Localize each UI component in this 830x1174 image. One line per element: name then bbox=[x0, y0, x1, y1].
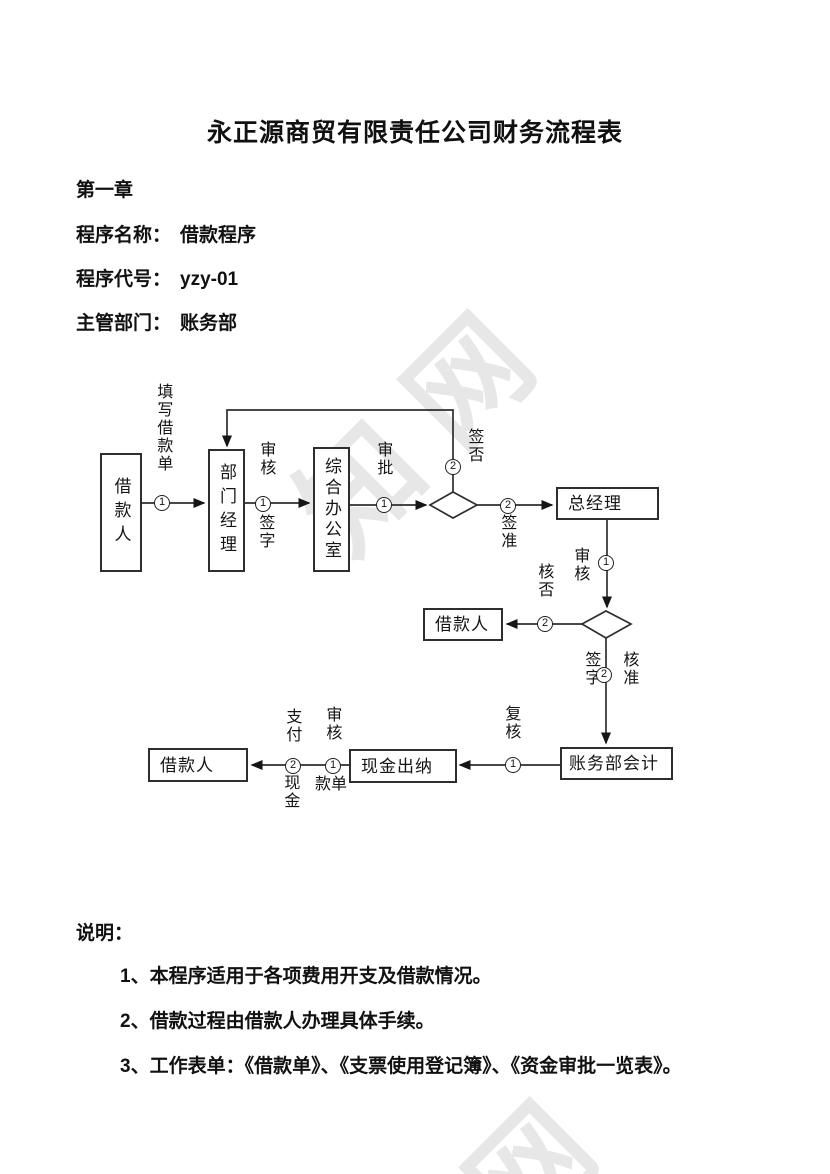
node-admin-office: 综合办公室 bbox=[313, 447, 350, 572]
label-sign-no: 签否 bbox=[465, 428, 483, 464]
field-row-supervising-dept: 主管部门： 账务部 bbox=[76, 308, 237, 335]
field-value: yzy-01 bbox=[180, 269, 239, 290]
chapter-heading: 第一章 bbox=[76, 180, 134, 201]
step-circle-2: 2 bbox=[596, 667, 612, 683]
label-check-approve: 核准 bbox=[620, 651, 638, 687]
field-row-procedure-code: 程序代号： yzy-01 bbox=[76, 264, 238, 291]
label-approve: 审批 bbox=[374, 441, 392, 477]
decision-diamond-review bbox=[580, 610, 633, 639]
field-value: 账务部 bbox=[180, 313, 238, 334]
step-circle-2: 2 bbox=[445, 459, 461, 475]
step-circle-1: 1 bbox=[255, 496, 271, 512]
node-borrower-start: 借款人 bbox=[100, 453, 142, 572]
field-value: 借款程序 bbox=[180, 225, 257, 246]
decision-diamond-gm-approval bbox=[428, 491, 479, 519]
label-recheck: 复核 bbox=[502, 705, 520, 741]
label-review: 审核 bbox=[257, 441, 275, 477]
note-item: 2、借款过程由借款人办理具体手续。 bbox=[120, 1011, 435, 1032]
label-check-no: 核否 bbox=[535, 563, 553, 599]
step-circle-2: 2 bbox=[500, 498, 516, 514]
field-label: 程序代号： bbox=[76, 269, 172, 290]
label-cash: 现金 bbox=[281, 774, 299, 810]
field-label: 主管部门： bbox=[76, 313, 172, 334]
document-title: 永正源商贸有限责任公司财务流程表 bbox=[206, 119, 623, 147]
node-borrower-end: 借款人 bbox=[148, 748, 248, 782]
field-row-procedure-name: 程序名称： 借款程序 bbox=[76, 220, 256, 247]
step-circle-2: 2 bbox=[537, 616, 553, 632]
node-cash-cashier: 现金出纳 bbox=[349, 749, 457, 783]
label-sign: 签字 bbox=[582, 651, 600, 687]
node-borrower-reject: 借款人 bbox=[423, 608, 503, 641]
label-review: 审核 bbox=[323, 706, 341, 742]
step-circle-1: 1 bbox=[325, 758, 341, 774]
label-fill-loan-form: 填写借款单 bbox=[154, 383, 172, 473]
node-finance-accountant: 账务部会计 bbox=[560, 747, 673, 780]
note-item: 3、工作表单：《借款单》、《支票使用登记簿》、《资金审批一览表》。 bbox=[120, 1056, 682, 1077]
label-review: 审核 bbox=[571, 547, 589, 583]
label-sign-approve: 签准 bbox=[498, 514, 516, 550]
node-general-manager: 总经理 bbox=[556, 487, 659, 520]
step-circle-1: 1 bbox=[598, 555, 614, 571]
field-label: 程序名称： bbox=[76, 225, 172, 246]
notes-heading: 说明： bbox=[76, 923, 134, 944]
step-circle-1: 1 bbox=[376, 497, 392, 513]
label-loan-slip: 款单 bbox=[315, 776, 348, 793]
label-sign: 签字 bbox=[256, 514, 274, 550]
step-circle-1: 1 bbox=[154, 495, 170, 511]
note-item: 1、本程序适用于各项费用开支及借款情况。 bbox=[120, 966, 492, 987]
node-dept-manager: 部门经理 bbox=[208, 449, 245, 572]
label-pay: 支付 bbox=[283, 708, 301, 744]
step-circle-2: 2 bbox=[285, 758, 301, 774]
step-circle-1: 1 bbox=[505, 757, 521, 773]
